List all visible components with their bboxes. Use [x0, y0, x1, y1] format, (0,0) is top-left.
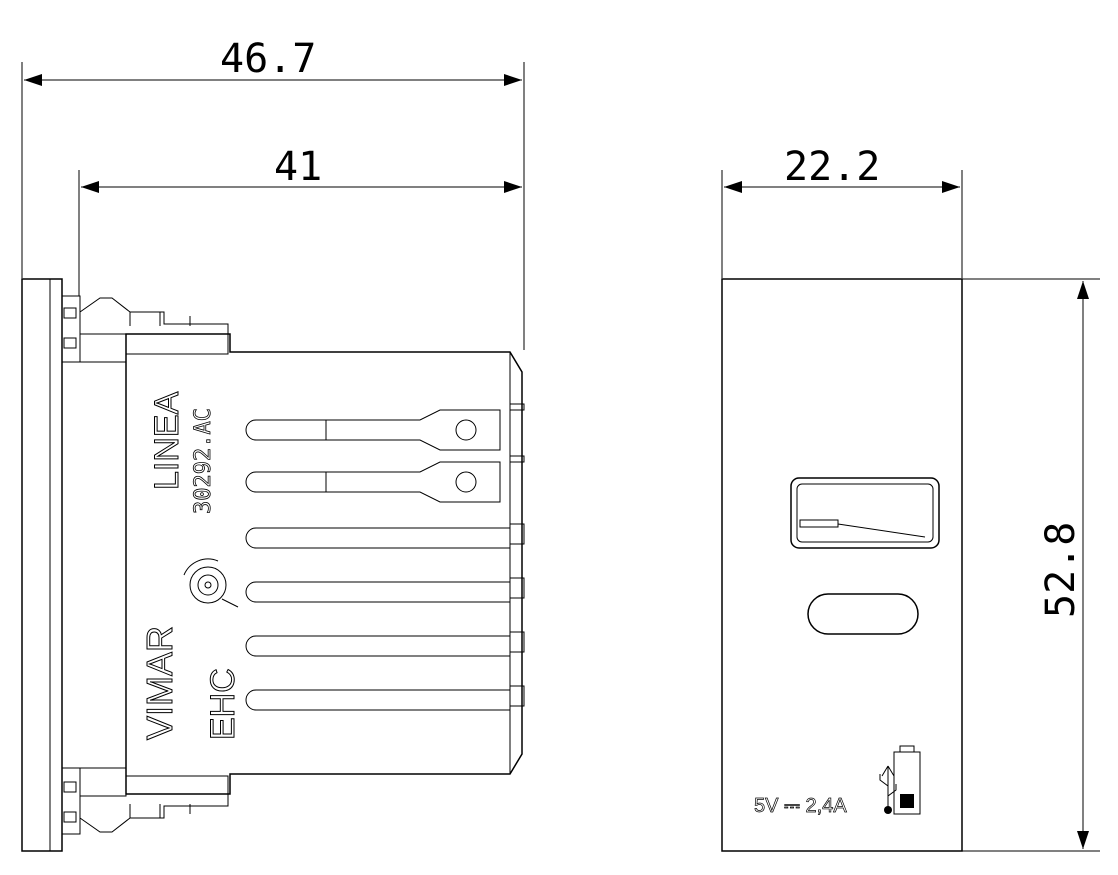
dimension-body-depth: 41 — [274, 144, 322, 190]
certification-label: EHC — [204, 668, 242, 740]
screw-icon — [455, 471, 477, 493]
front-plate — [21, 278, 63, 852]
usb-c-port — [807, 593, 919, 635]
usb-a-port — [790, 477, 940, 549]
markings-bottom: VIMAR EHC — [139, 625, 243, 740]
markings-top: LINEA 30292.AC — [148, 391, 217, 514]
screw-icon — [455, 419, 477, 441]
rating-label: 5V ⎓ 2,4A — [754, 795, 847, 817]
side-dimensions: 46.7 41 — [21, 36, 525, 350]
side-view: LINEA 30292.AC VIMAR EHC — [21, 278, 525, 852]
housing-body — [125, 333, 523, 795]
dimension-front-height: 52.8 — [1038, 522, 1084, 618]
dimension-front-width: 22.2 — [784, 144, 880, 190]
quality-mark-icon — [183, 558, 239, 608]
bottom-latch — [61, 767, 229, 835]
usb-battery-icon — [879, 745, 921, 815]
product-code-label: 30292.AC — [191, 408, 216, 514]
front-dimensions: 22.2 52.8 — [721, 144, 1100, 852]
top-latch — [61, 295, 229, 363]
terminal-slots — [245, 403, 525, 711]
front-face — [721, 278, 963, 852]
dimension-total-depth: 46.7 — [220, 36, 316, 82]
product-line-label: LINEA — [148, 391, 186, 490]
brand-label: VIMAR — [139, 626, 180, 740]
front-view: 5V ⎓ 2,4A — [721, 278, 963, 852]
